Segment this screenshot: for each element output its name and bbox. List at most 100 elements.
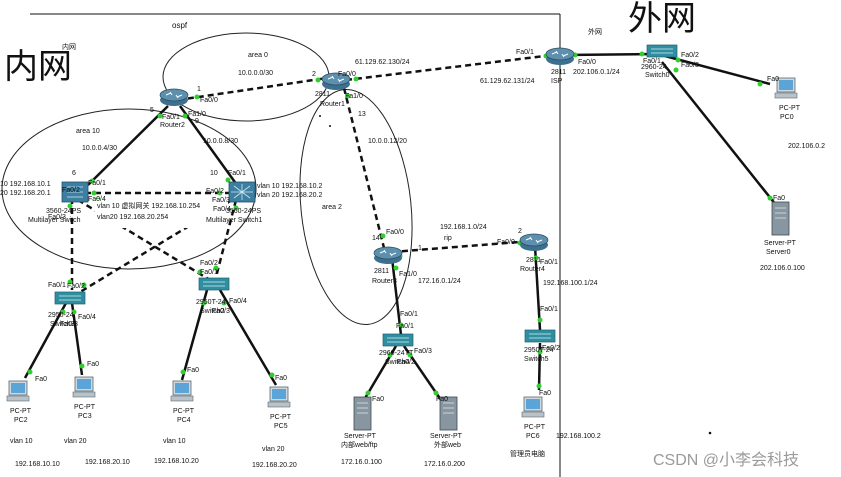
router3-model: 2811 (374, 268, 389, 275)
port-label: Fa0/3 (212, 308, 230, 315)
pc4-node[interactable] (170, 380, 194, 402)
server-external-web-node[interactable] (439, 396, 458, 431)
port-label: Fa1/0 (345, 93, 363, 100)
net-10-0-0-0-label: 10.0.0.0/30 (238, 70, 273, 77)
link-r2-ml-left (87, 105, 169, 186)
router2-node[interactable] (159, 88, 189, 106)
switch-left-model: 2950-24 (48, 312, 74, 319)
area-0-ring (162, 32, 330, 122)
net-61-131-label: 61.129.62.131/24 (480, 78, 535, 85)
server-web-ftp-node[interactable] (353, 396, 372, 431)
area-0-label: area 0 (248, 52, 268, 59)
switch-icon (524, 329, 556, 343)
switch-icon (54, 291, 86, 305)
port-label: Fa0/2 (681, 52, 699, 59)
pc3-ip: 192.168.20.10 (85, 459, 130, 466)
router4-node[interactable] (519, 233, 549, 251)
router1-node[interactable] (321, 72, 351, 90)
ml-right-model: 3560-24PS (226, 208, 261, 215)
rip-label: rip (444, 235, 452, 242)
multilayer-switch-right-node[interactable] (228, 181, 256, 203)
router1-name: Router1 (320, 101, 345, 108)
port-label: Fa0/1 (540, 259, 558, 266)
link-r2-ml-right (178, 105, 239, 186)
pc2-vlan: vlan 10 (10, 438, 33, 445)
port-label: 6 (72, 170, 76, 177)
net-172-1-label: 172.16.0.1/24 (418, 278, 461, 285)
pc0-node[interactable] (774, 77, 798, 99)
port-label: Fa0/1 (162, 114, 180, 121)
link-r3-r4 (391, 239, 533, 254)
port-label: Fa0/1 (516, 49, 534, 56)
port-label: Fa0/1 (200, 269, 218, 276)
pc6-node[interactable] (521, 396, 545, 418)
isp-router-node[interactable] (545, 47, 575, 65)
stray-dot (319, 115, 321, 117)
port-label: 9 (195, 118, 199, 125)
pc5-model: PC-PT (270, 414, 292, 421)
switch-server-node[interactable] (382, 333, 414, 347)
switch-server-model: 2960-24TT (379, 350, 414, 357)
switch-server-name: Switch4 (385, 359, 410, 366)
port-label: Fa0/1 (643, 58, 661, 65)
link-r3-swsrv (390, 257, 403, 336)
virtual-gateway-vlan20: vlan20 192.168.20.254 (97, 214, 168, 221)
port-label: Fa0/2 (206, 188, 224, 195)
ml-right-name: Multilayer Switch1 (206, 217, 263, 224)
switch-mid-node[interactable] (198, 277, 230, 291)
port-label: Fa0/0 (200, 97, 218, 104)
switch0-model: 2960-24 (641, 64, 667, 71)
virtual-gateway-vlan10: vlan 10 虚拟网关 192.168.10.254 (97, 201, 200, 210)
switch-right-node[interactable] (524, 329, 556, 343)
stray-dot (708, 431, 712, 435)
port-label: Fa0/4 (78, 314, 96, 321)
port-label: 14 (372, 235, 380, 242)
switch-left-name: Switch3 (50, 321, 75, 328)
pc6-model: PC-PT (524, 424, 546, 431)
router2-name: Router2 (160, 122, 185, 129)
ml-left-vlan20-ip: 20 192.168.20.1 (0, 190, 51, 197)
pc6-name: PC6 (526, 433, 540, 440)
net-10-0-0-12-label: 10.0.0.12/20 (368, 138, 407, 145)
port-label: Fa0/4 (213, 206, 231, 213)
port-label: 2 (312, 71, 316, 78)
port-label: 1 (418, 245, 422, 252)
switch0-node[interactable] (646, 44, 678, 58)
port-label: Fa0/3 (48, 214, 66, 221)
area-2-label: area 2 (322, 204, 342, 211)
ml-right-vlan10-ip: vlan 10 192.168.10.2 (257, 183, 322, 190)
ml-left-vlan10-ip: 10 192.168.10.1 (0, 181, 51, 188)
pc5-node[interactable] (267, 386, 291, 408)
switch-mid-name: Switch2 (200, 308, 225, 315)
port-label: Fa0/3 (60, 321, 78, 328)
multilayer-switch-left-node[interactable] (61, 181, 89, 203)
outer-network-handwriting: 外网 (628, 0, 696, 39)
net-202-2-label: 202.106.0.2 (788, 143, 825, 150)
net-172-200-label: 172.16.0.200 (424, 461, 465, 468)
router3-node[interactable] (373, 246, 403, 264)
pc4-name: PC4 (177, 417, 191, 424)
server-external-web-name: 外部web (434, 440, 461, 449)
router3-name: Router3 (372, 278, 397, 285)
port-label: 10 (210, 170, 218, 177)
pc6-admin-note: 管理员电脑 (510, 449, 545, 458)
ml-left-name: Multilayer Switch (28, 217, 81, 224)
stray-dot (329, 125, 331, 127)
isp-model: 2811 (551, 69, 566, 76)
ml-left-model: 3560-24PS (46, 208, 81, 215)
link-switch0-pc0 (664, 54, 771, 86)
pc3-name: PC3 (78, 413, 92, 420)
link-swleft-pc2 (23, 302, 68, 379)
link-r1-r3 (342, 87, 386, 249)
switch-left-node[interactable] (54, 291, 86, 305)
pc5-name: PC5 (274, 423, 288, 430)
switch-mid-model: 2950T-24 (196, 299, 226, 306)
pc2-node[interactable] (6, 380, 30, 402)
port-label: Fa0/2 (397, 359, 415, 366)
net-192-100-1-label: 192.168.100.1/24 (543, 280, 598, 287)
pc3-node[interactable] (72, 376, 96, 398)
port-label: Fa0 (87, 361, 99, 368)
net-10-0-0-8-label: 10.0.0.8/30 (203, 138, 238, 145)
server0-node[interactable] (771, 201, 790, 236)
server-web-ftp-model: Server-PT (344, 433, 377, 440)
